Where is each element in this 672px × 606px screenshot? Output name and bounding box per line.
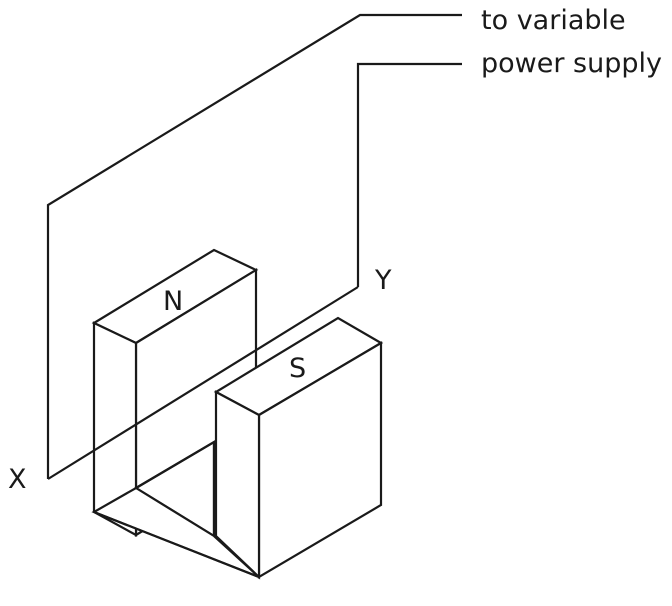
wire-lead-upper (46, 13, 462, 479)
south-pole-label: S (289, 353, 306, 384)
magnet-base (91, 440, 260, 579)
north-pole-label: N (163, 286, 183, 317)
supply-label-line1: to variable (481, 5, 626, 36)
south-pole-arm (213, 316, 384, 580)
wire-segment-xy (47, 286, 359, 480)
wire-lead-lower (356, 62, 462, 287)
magnet-base-bottom-edge (93, 510, 260, 579)
supply-label-line2: power supply (481, 48, 662, 79)
wire-end-y-label: Y (374, 265, 392, 296)
south-arm-side-face (214, 390, 261, 580)
wire-end-x-label: X (8, 464, 27, 495)
north-arm-side-face (92, 321, 138, 537)
magnet-inner-back-edge (135, 440, 216, 536)
